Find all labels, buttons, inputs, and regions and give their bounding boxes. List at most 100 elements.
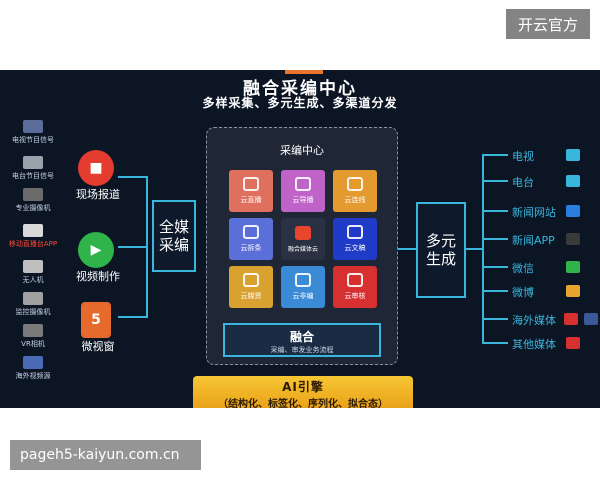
diagram-subtitle: 多样采集、多元生成、多渠道分发 [202, 96, 398, 110]
editing-center-title: 采编中心 [280, 144, 324, 157]
source-label: 电台节目信号 [12, 172, 54, 180]
connector-line [482, 154, 508, 156]
source-item: 海外视频源 [8, 356, 58, 381]
hub-tile-label: 融合媒体云 [287, 245, 318, 253]
wechat-icon [566, 261, 580, 273]
tv-icon [566, 149, 580, 161]
mobile-live-icon [23, 224, 43, 237]
source-label: 无人机 [22, 276, 44, 284]
output-label: 微博 [512, 286, 534, 299]
connector-line [482, 266, 508, 268]
watermark-bottom: pageh5-kaiyun.com.cn [10, 440, 201, 470]
review-icon [347, 273, 363, 287]
hub-tile: 云文稿 [333, 218, 377, 260]
connector-line [482, 210, 508, 212]
hub-tile: 融合媒体云 [281, 218, 325, 260]
radio-icon [566, 175, 580, 187]
hub-tile-label: 云非编 [292, 292, 314, 300]
hub-tile-label: 云导播 [292, 196, 314, 204]
source-item: 无人机 [8, 260, 58, 285]
top-accent-bar [285, 70, 323, 74]
video-camera-icon: ■ [78, 150, 114, 186]
merge-title: 融合 [289, 330, 314, 344]
source-item: 专业摄像机 [8, 188, 58, 213]
diagram-panel: 融合采编中心 多样采集、多元生成、多渠道分发 电视节目信号电台节目信号专业摄像机… [0, 70, 600, 408]
source-item: 电视节目信号 [8, 120, 58, 145]
merge-subtitle: 采编、审发业务流程 [270, 346, 334, 354]
connector-line [466, 248, 482, 250]
connector-line [146, 176, 148, 318]
output-label: 新闻APP [512, 234, 555, 247]
hub-tile: 云连线 [333, 170, 377, 212]
source-item: 监控摄像机 [8, 292, 58, 317]
ie-browser-icon [566, 205, 580, 217]
hub-tile-label: 云拆条 [240, 244, 262, 252]
editing-center: 采编中心 云直播 云导播 云连线云拆条 融合媒体云 云文稿云媒资 云非编 云审核 融合 采编… [206, 127, 398, 365]
hub-tile-label: 云连线 [344, 196, 366, 204]
asset-icon [243, 273, 259, 287]
hub-tile: 云导播 [281, 170, 325, 212]
output-label: 电视 [512, 150, 534, 163]
left-box-all-media: 全媒 采编 [152, 200, 196, 272]
live-icon [243, 177, 259, 191]
radio-signal-icon [23, 156, 43, 169]
output-label: 新闻网站 [512, 206, 556, 219]
source-label: 电视节目信号 [12, 136, 54, 144]
connector-line [482, 342, 508, 344]
connector-line [482, 238, 508, 240]
document-icon [347, 225, 363, 239]
app-label: 现场报道 [76, 188, 120, 201]
toutiao-icon [566, 337, 580, 349]
hub-tile: 云媒资 [229, 266, 273, 308]
app-label: 微视窗 [81, 340, 115, 353]
right-box-generation: 多元 生成 [416, 202, 466, 298]
director-icon [295, 177, 311, 191]
link-icon [347, 177, 363, 191]
hub-tile: 云直播 [229, 170, 273, 212]
drone-icon [23, 260, 43, 273]
right-box-label: 多元 生成 [425, 232, 456, 268]
ai-engine-subtitle: （结构化、标签化、序列化、拟合态） [218, 399, 388, 408]
ai-engine-title: AI引擎 [282, 380, 324, 394]
camera-icon [23, 188, 43, 201]
cloud-icon [295, 225, 311, 240]
source-item: 移动直播台APP [8, 224, 58, 249]
tv-signal-icon [23, 120, 43, 133]
connector-line [118, 316, 148, 318]
weibo-icon [566, 285, 580, 297]
html5-icon: 5 [81, 302, 111, 338]
connector-line [482, 154, 484, 344]
hub-tile: 云非编 [281, 266, 325, 308]
ai-engine-banner: AI引擎 （结构化、标签化、序列化、拟合态） [193, 376, 413, 408]
facebook-icon [584, 313, 598, 325]
connector-line [398, 248, 416, 250]
merge-box: 融合 采编、审发业务流程 [223, 323, 381, 357]
phone-icon [566, 233, 580, 245]
hub-tile-label: 云直播 [240, 196, 262, 204]
overseas-video-icon [23, 356, 43, 369]
connector-line [482, 318, 508, 320]
connector-line [482, 180, 508, 182]
vr-camera-icon [23, 324, 43, 337]
left-box-label: 全媒 采编 [158, 218, 189, 254]
cctv-icon [23, 292, 43, 305]
watermark-top: 开云官方 [506, 9, 590, 39]
hub-tile-label: 云文稿 [344, 244, 366, 252]
output-label: 其他媒体 [512, 338, 556, 351]
source-item: 电台节目信号 [8, 156, 58, 181]
connector-line [118, 176, 148, 178]
edit-icon [295, 273, 311, 287]
diagram-title: 融合采编中心 [243, 79, 357, 99]
app-label: 视频制作 [76, 270, 120, 283]
output-label: 海外媒体 [512, 314, 556, 327]
play-icon: ▶ [78, 232, 114, 268]
output-label: 微信 [512, 262, 534, 275]
hub-tile-label: 云媒资 [240, 292, 262, 300]
source-label: 海外视频源 [15, 372, 51, 380]
source-label: 移动直播台APP [8, 240, 58, 248]
source-label: VR相机 [21, 340, 45, 348]
hub-tile: 云审核 [333, 266, 377, 308]
source-label: 监控摄像机 [15, 308, 51, 316]
output-label: 电台 [512, 176, 534, 189]
clip-icon [243, 225, 259, 239]
